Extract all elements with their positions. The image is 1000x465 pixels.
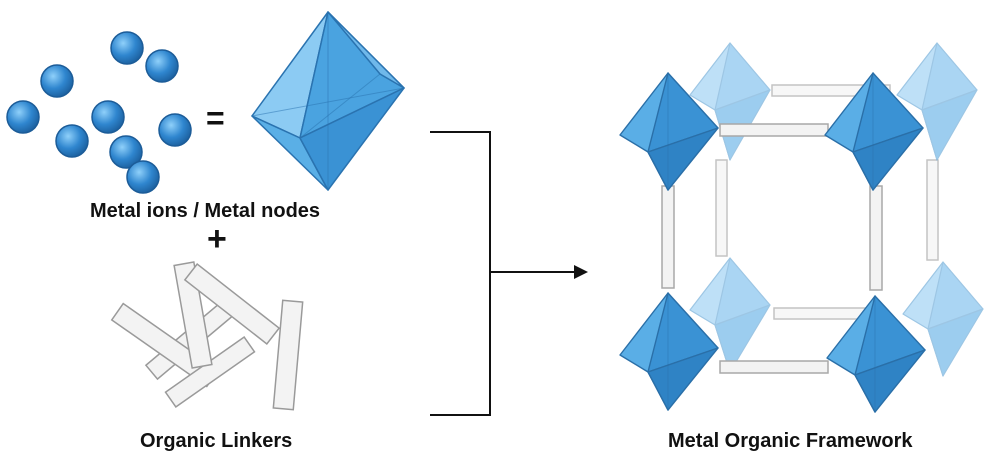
linker-rod <box>173 261 213 369</box>
metal-ion <box>55 124 89 158</box>
octahedron-node <box>902 261 984 377</box>
metal-ion <box>91 100 125 134</box>
organic-linkers-group <box>110 261 304 411</box>
mof-label: Metal Organic Framework <box>668 430 913 452</box>
linker-rod <box>183 263 281 345</box>
mof-back-linkers <box>715 84 939 320</box>
mof-framework <box>619 42 984 413</box>
metal-ion <box>6 100 40 134</box>
plus-sign: + <box>207 220 227 258</box>
mof-back-octahedra <box>689 42 984 377</box>
metal-node-octahedron <box>251 11 405 191</box>
reaction-arrow <box>430 131 588 416</box>
octahedron-node <box>896 42 978 161</box>
octahedron-node <box>824 72 924 191</box>
mof-front-linkers <box>661 123 883 374</box>
metal-ion <box>126 160 160 194</box>
metal-nodes-label: Metal ions / Metal nodes <box>90 200 321 222</box>
metal-ion <box>145 49 179 83</box>
octahedron-node <box>619 72 719 191</box>
equals-sign: = <box>206 100 225 136</box>
octahedron-node <box>619 292 719 411</box>
octahedron-node <box>826 295 926 413</box>
metal-ion <box>109 135 143 169</box>
organic-linkers-label: Organic Linkers <box>140 430 293 452</box>
metal-ion <box>40 64 74 98</box>
metal-ion <box>158 113 192 147</box>
metal-ions-group <box>6 31 192 194</box>
octahedron-node <box>689 257 771 373</box>
metal-ion <box>110 31 144 65</box>
mof-front-octahedra <box>619 72 926 413</box>
linker-rod <box>272 299 304 411</box>
